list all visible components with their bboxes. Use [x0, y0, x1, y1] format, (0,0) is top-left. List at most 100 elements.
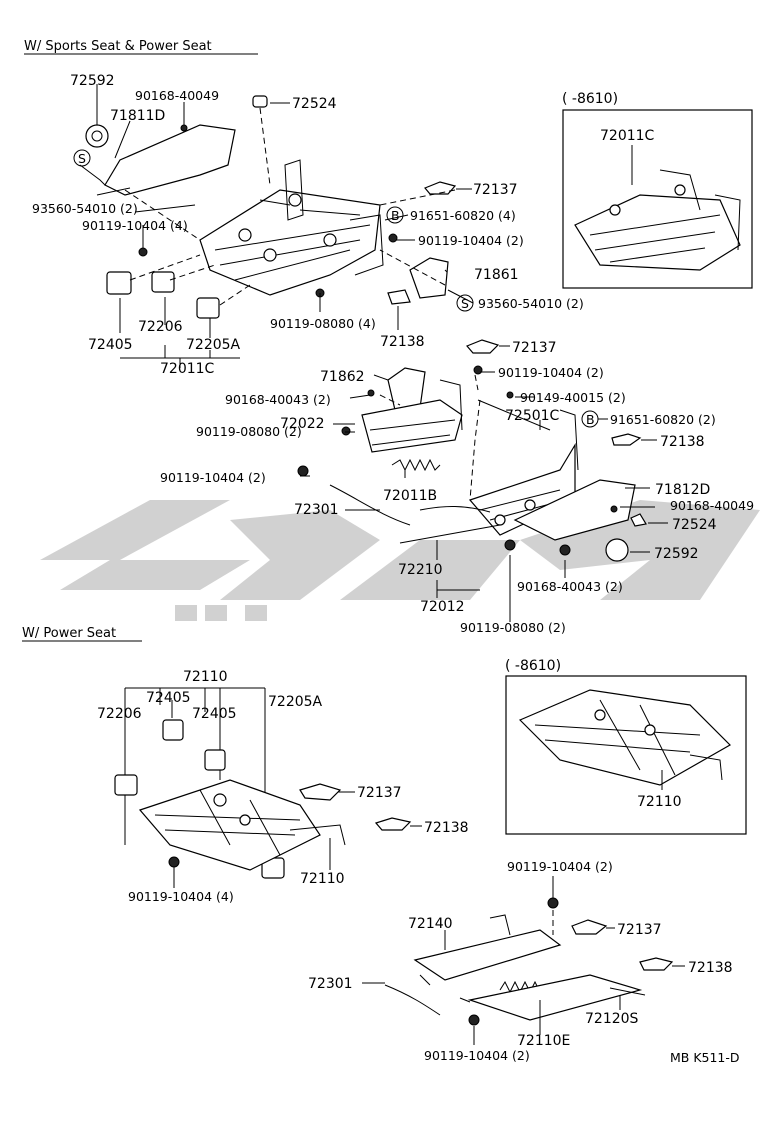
part-label: 90119-10404 (2) — [160, 470, 266, 485]
part-label: 90119-08080 (4) — [270, 316, 376, 331]
part-label: 90168-40043 (2) — [225, 392, 331, 407]
diagram-code: MB K511-D — [670, 1050, 740, 1065]
part-label: 71812D — [655, 482, 710, 498]
part-label: 72301 — [294, 502, 339, 518]
cable-72210 — [399, 505, 501, 544]
clip-72524 — [252, 95, 268, 108]
part-label: 90119-10404 (4) — [82, 218, 188, 233]
inset-frame-2 — [505, 675, 747, 835]
part-label: 90149-40015 (2) — [520, 390, 626, 405]
cover-71862 — [387, 367, 426, 411]
bushing-72405c — [204, 749, 226, 771]
inset-label: ( -8610) — [505, 658, 561, 674]
knob-72592 — [85, 124, 109, 148]
part-label: 90119-08080 (2) — [196, 424, 302, 439]
inset-frame-drawing-1 — [574, 169, 741, 271]
part-label: 72110 — [637, 794, 682, 810]
bolt — [388, 233, 398, 243]
part-label: 90119-10404 (2) — [498, 365, 604, 380]
cap-72137a — [424, 181, 457, 195]
part-label: 72524 — [672, 517, 717, 533]
part-label: 90119-10404 (2) — [418, 233, 524, 248]
symbol-s-icon — [456, 294, 474, 312]
part-label: 72011C — [600, 128, 655, 144]
side-cover-71812D — [513, 479, 636, 541]
part-label: 90168-40049 — [670, 498, 754, 513]
bushing-72405 — [106, 271, 132, 295]
inset-frame-drawing-2 — [518, 689, 731, 786]
bushing-72206b — [114, 774, 138, 796]
bolt — [473, 365, 483, 375]
spring-72011B — [391, 458, 441, 472]
bushing-72206 — [151, 271, 175, 293]
part-label: 72110E — [517, 1033, 570, 1049]
part-label: 72137 — [357, 785, 402, 801]
part-label: 72012 — [420, 599, 465, 615]
part-label: 91651-60820 (4) — [410, 208, 516, 223]
symbol-s-text: S — [461, 296, 469, 311]
part-label: 72120S — [585, 1011, 639, 1027]
part-label: 71861 — [474, 267, 519, 283]
symbol-s-icon — [73, 149, 91, 167]
cap-72137c — [299, 783, 342, 801]
cap-72138c — [374, 817, 412, 831]
part-label: 72592 — [70, 73, 115, 89]
part-label: 90119-10404 (2) — [424, 1048, 530, 1063]
part-label: 72011C — [160, 361, 215, 377]
cover-71861 — [409, 257, 449, 299]
part-label: 72110 — [300, 871, 345, 887]
section-title-sports: W/ Sports Seat & Power Seat — [24, 39, 212, 54]
cap-72138b — [611, 433, 642, 446]
part-label: 90168-40043 (2) — [517, 579, 623, 594]
part-label: 72137 — [617, 922, 662, 938]
adjuster-72022 — [361, 379, 463, 453]
part-label: 72138 — [424, 820, 469, 836]
part-label: 93560-54010 (2) — [32, 201, 138, 216]
part-label: 90168-40049 — [135, 88, 219, 103]
part-label: 72138 — [380, 334, 425, 350]
part-label: 72138 — [688, 960, 733, 976]
part-label: 72206 — [138, 319, 183, 335]
cushion-frame-assembly — [199, 159, 384, 296]
screw — [180, 124, 188, 132]
part-label: 72405 — [192, 706, 237, 722]
bolt — [559, 544, 571, 556]
power-frame-72110 — [138, 779, 346, 871]
part-label: 72205A — [186, 337, 241, 353]
cap-72138a — [387, 289, 411, 305]
cap-72137d — [571, 919, 608, 935]
symbol-b-text: B — [391, 208, 400, 223]
part-label: 72405 — [88, 337, 133, 353]
part-label: 90119-10404 (2) — [507, 859, 613, 874]
rod-72501C — [477, 399, 551, 431]
part-label: 72592 — [654, 546, 699, 562]
screw — [367, 389, 375, 397]
bolt — [547, 897, 559, 909]
bushing-72405b — [162, 719, 184, 741]
bolt — [168, 856, 180, 868]
part-label: 72524 — [292, 96, 337, 112]
section-title-power: W/ Power Seat — [22, 626, 116, 641]
part-label: 71862 — [320, 369, 365, 385]
part-label: 71811D — [110, 108, 165, 124]
clip-72524b — [630, 513, 647, 527]
cap-72138d — [639, 957, 674, 971]
bushing-72205A — [196, 297, 220, 319]
track-72120S — [459, 974, 646, 1021]
screw — [610, 505, 618, 513]
part-label: 72137 — [473, 182, 518, 198]
part-label: 72110 — [183, 669, 228, 685]
bolt — [468, 1014, 480, 1026]
part-label: 90119-10404 (4) — [128, 889, 234, 904]
symbol-b-text: B — [586, 412, 595, 427]
part-label: 72011B — [383, 488, 437, 504]
part-label: 90119-08080 (2) — [460, 620, 566, 635]
side-cover-71811D — [104, 124, 236, 196]
part-label: 72138 — [660, 434, 705, 450]
part-label: 93560-54010 (2) — [478, 296, 584, 311]
knob-72592b — [605, 538, 629, 562]
bolt — [138, 247, 148, 257]
watermark-logo — [40, 500, 760, 621]
inset-frame-1 — [562, 109, 753, 289]
